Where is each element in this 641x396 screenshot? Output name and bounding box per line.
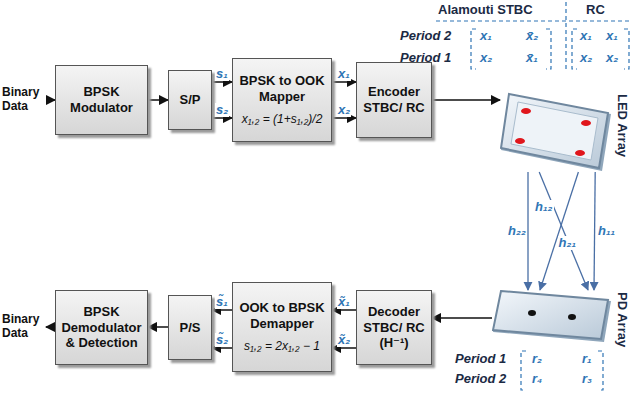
led-panel <box>500 92 612 172</box>
matrix-entry: x̄₂ <box>526 29 538 44</box>
signal-name: x̃₁ <box>337 295 351 309</box>
signal-arrow <box>432 317 492 319</box>
array-label: PD Array <box>615 292 630 347</box>
channel-gain: h₂₂ <box>507 224 527 238</box>
signal-name: s̃₂ <box>215 333 229 347</box>
matrix-entry: x₂ <box>480 51 492 66</box>
matrix-entry: r₄ <box>532 372 542 387</box>
matrix-entry: r₁ <box>582 352 592 367</box>
box-title: Encoder STBC/ RC <box>360 84 428 115</box>
period-label: Period 1 <box>455 352 506 367</box>
led-array: LED Array <box>500 92 612 172</box>
signal-arrow <box>332 347 356 349</box>
box-title: BPSK Demodulator & Detection <box>59 304 144 351</box>
table-title: Alamouti STBC <box>438 3 533 18</box>
matrix-entry: x₁ <box>580 29 592 44</box>
process-box: S/P <box>168 70 212 130</box>
matrix-entry: x₁ <box>480 29 492 44</box>
channel-path <box>540 172 578 290</box>
signal-arrow <box>212 117 232 119</box>
input-arrow <box>46 99 55 101</box>
process-box: P/S <box>168 295 212 360</box>
process-box: BPSK to OOK Mapper x₁,₂ = (1+s₁,₂)/2 <box>232 58 332 142</box>
pd-panel <box>492 290 612 343</box>
io-label: Binary Data <box>2 86 44 114</box>
io-label: Binary Data <box>2 313 44 341</box>
box-title: P/S <box>180 320 201 336</box>
matrix-entry: x₂ <box>606 51 618 66</box>
box-title: BPSK to OOK Mapper <box>236 73 328 104</box>
table-rules <box>436 2 632 390</box>
matrix-entry: r₂ <box>532 352 542 367</box>
channel-path <box>594 172 595 290</box>
signal-arrow <box>332 309 356 311</box>
process-box: BPSK Demodulator & Detection <box>55 290 148 365</box>
formula: s₁,₂ = 2x₁,₂ − 1 <box>244 339 320 353</box>
pd-array: PD Array <box>492 290 612 343</box>
signal-name: s₂ <box>215 103 229 117</box>
process-box: BPSK Modulator <box>55 65 148 135</box>
signal-arrow <box>212 347 232 349</box>
period-label: Period 2 <box>400 29 451 44</box>
matrix-entry: x₂ <box>580 51 592 66</box>
channel-path <box>527 172 528 290</box>
box-title: OOK to BPSK Demapper <box>236 300 328 331</box>
signal-arrow <box>148 99 168 101</box>
matrix-entry: x₁ <box>606 29 618 44</box>
process-box: Encoder STBC/ RC <box>356 62 432 138</box>
signal-name: s̃₁ <box>215 295 229 309</box>
channel-gain: h₁₁ <box>597 224 616 238</box>
signal-arrow <box>332 81 356 83</box>
array-label: LED Array <box>615 94 630 157</box>
channel-gain: h₁₂ <box>534 200 553 214</box>
signal-arrow <box>432 99 500 101</box>
channel-path <box>539 172 588 290</box>
signal-arrow <box>332 117 356 119</box>
signal-name: x̃₂ <box>337 333 351 347</box>
process-box: Decoder STBC/ RC (H⁻¹) <box>356 290 432 365</box>
period-label: Period 1 <box>400 51 451 66</box>
output-arrow <box>46 326 55 328</box>
period-label: Period 2 <box>455 372 506 387</box>
signal-name: x₁ <box>337 67 351 81</box>
box-title: Decoder STBC/ RC (H⁻¹) <box>360 304 428 351</box>
process-box: OOK to BPSK Demapper s₁,₂ = 2x₁,₂ − 1 <box>232 282 332 372</box>
box-title: S/P <box>180 92 201 108</box>
signal-name: s₁ <box>215 67 229 81</box>
matrix-entry: r₃ <box>582 372 592 387</box>
signal-arrow <box>148 326 168 328</box>
signal-arrow <box>212 81 232 83</box>
formula: x₁,₂ = (1+s₁,₂)/2 <box>242 112 323 126</box>
matrix-entry: x̄₁ <box>526 51 538 66</box>
box-title: BPSK Modulator <box>59 84 144 115</box>
signal-name: x₂ <box>337 103 351 117</box>
signal-arrow <box>212 309 232 311</box>
table-title: RC <box>586 3 605 18</box>
channel-gain: h₂₁ <box>558 236 577 250</box>
